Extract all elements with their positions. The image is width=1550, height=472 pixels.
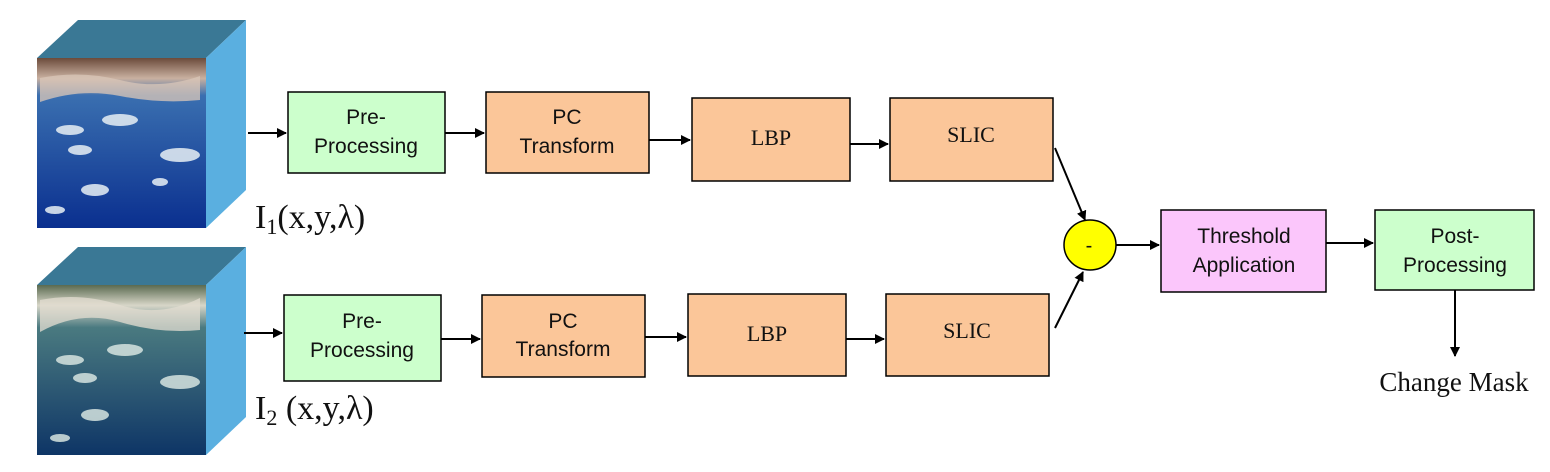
- arrow-top-slic-to-diff: [1054, 147, 1087, 221]
- top-pc-line2: Transform: [520, 135, 615, 158]
- postprocessing-box: Post- Processing: [1374, 209, 1535, 291]
- bottom-lbp-label: LBP: [747, 321, 787, 346]
- bottom-lbp-box: LBP: [687, 293, 847, 377]
- cube-2-reef-patches: [40, 296, 200, 442]
- threshold-line1: Threshold: [1197, 225, 1290, 248]
- bottom-preprocessing-line1: Pre-: [342, 310, 382, 333]
- change-mask-label: Change Mask: [1379, 367, 1529, 397]
- image-2-label: I2 (x,y,λ): [255, 390, 374, 430]
- bottom-slic-box: SLIC: [885, 293, 1050, 377]
- top-lbp-label: LBP: [751, 125, 791, 150]
- cube-1-side: [206, 20, 246, 228]
- bottom-slic-label: SLIC: [943, 318, 991, 343]
- bottom-preprocessing-line2: Processing: [310, 339, 414, 362]
- difference-symbol: -: [1086, 235, 1093, 257]
- image-1-label: I1(x,y,λ): [255, 199, 365, 239]
- hyperspectral-cube-2: [37, 247, 246, 455]
- top-pc-transform-box: PC Transform: [485, 91, 650, 174]
- cube-2-side: [206, 247, 246, 455]
- arrow-bottom-slic-to-diff: [1054, 271, 1084, 329]
- bottom-preprocessing-box: Pre- Processing: [283, 294, 442, 382]
- hyperspectral-cube-1: [37, 20, 246, 228]
- bottom-pc-transform-box: PC Transform: [481, 294, 646, 378]
- bottom-pc-line1: PC: [548, 310, 577, 333]
- postprocessing-line2: Processing: [1403, 254, 1507, 277]
- cube-2-top: [37, 247, 246, 285]
- top-slic-label: SLIC: [947, 122, 995, 147]
- bottom-pc-line2: Transform: [516, 338, 611, 361]
- cube-1-reef-patches: [40, 74, 200, 214]
- difference-operator: -: [1063, 219, 1117, 271]
- top-preprocessing-box: Pre- Processing: [287, 91, 446, 174]
- top-preprocessing-line2: Processing: [314, 135, 418, 158]
- top-pc-line1: PC: [552, 106, 581, 129]
- top-lbp-box: LBP: [691, 97, 851, 182]
- threshold-line2: Application: [1193, 254, 1296, 277]
- postprocessing-line1: Post-: [1430, 225, 1479, 248]
- cube-1-top: [37, 20, 246, 58]
- threshold-box: Threshold Application: [1160, 209, 1327, 293]
- top-slic-box: SLIC: [889, 97, 1054, 182]
- top-preprocessing-line1: Pre-: [346, 106, 386, 129]
